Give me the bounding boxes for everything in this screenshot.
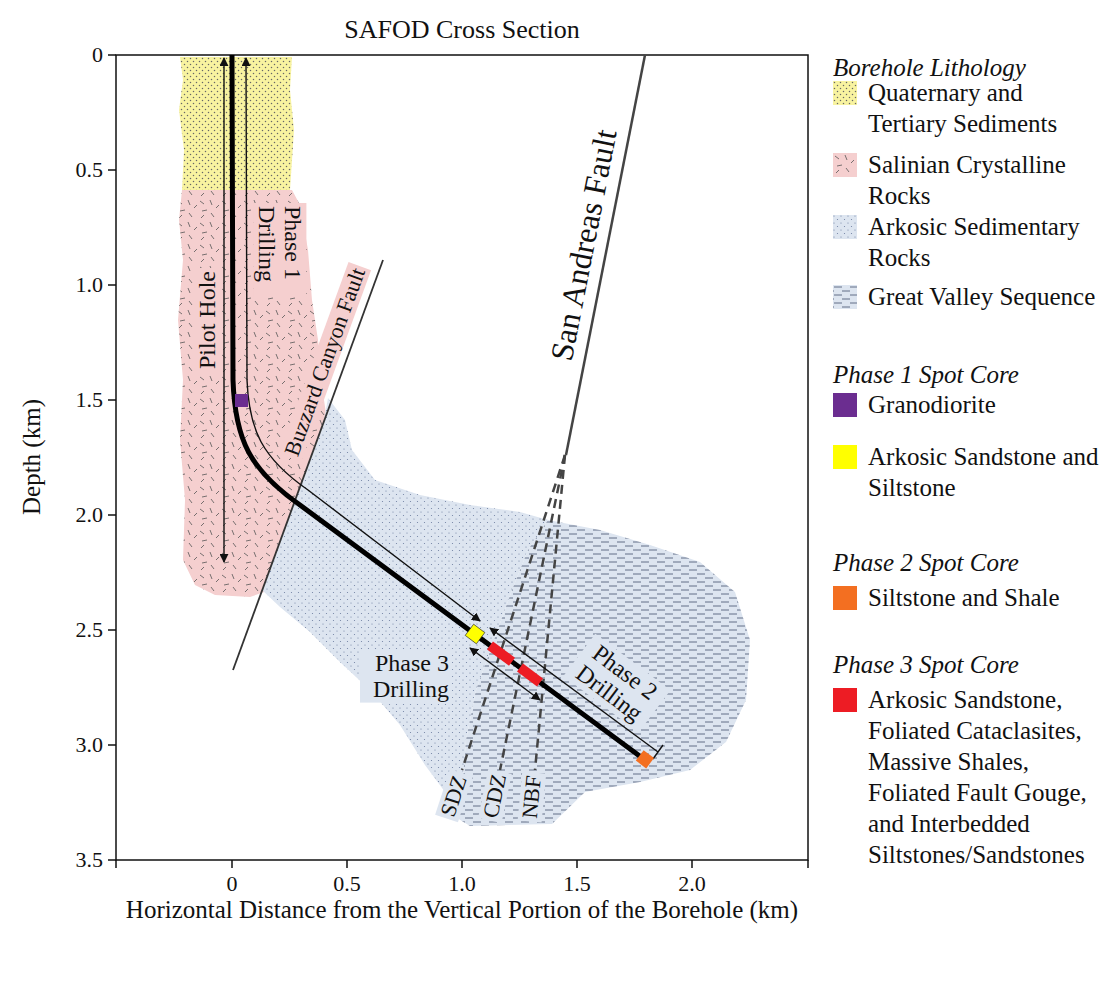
legend-label: Siltstone and Shale	[868, 582, 1100, 613]
swatch-texture	[833, 215, 857, 239]
spot-core	[465, 624, 485, 644]
great-valley-region	[452, 520, 750, 826]
plot-frame	[116, 55, 808, 860]
legend-item: Salinian Crystalline Rocks	[833, 149, 1100, 211]
legend-label: Granodiorite	[868, 389, 1100, 420]
legend-swatch	[833, 688, 857, 712]
swatch-texture	[833, 153, 857, 177]
swatch-texture	[833, 285, 857, 309]
chart-title: SAFOD Cross Section	[344, 16, 579, 45]
drilling-label: Phase 3 Drilling	[360, 650, 452, 703]
axis-title: Depth (km)	[18, 399, 46, 515]
legend-item: Arkosic Sandstone and Siltstone	[833, 441, 1100, 503]
legend-item: Granodiorite	[833, 389, 1100, 420]
legend-swatch	[833, 153, 857, 177]
legend-heading: Phase 3 Spot Core	[833, 651, 1019, 679]
fault-strand-label: NBF	[518, 772, 547, 823]
drilling-label: Phase 1 Drilling	[254, 203, 307, 297]
legend-item: Arkosic Sedimentary Rocks	[833, 211, 1100, 273]
axis-title: Horizontal Distance from the Vertical Po…	[122, 896, 802, 924]
legend-item: Siltstone and Shale	[833, 582, 1100, 613]
legend-label: Arkosic Sedimentary Rocks	[868, 211, 1100, 273]
legend-item: Quaternary and Tertiary Sediments	[833, 77, 1100, 139]
legend-label: Salinian Crystalline Rocks	[868, 149, 1100, 211]
tick-label: 2.0	[678, 872, 706, 896]
tick-label: 1.5	[563, 872, 591, 896]
legend-heading: Phase 1 Spot Core	[833, 361, 1019, 389]
legend-label: Arkosic Sandstone, Foliated Cataclasites…	[868, 684, 1100, 870]
legend-heading: Borehole Lithology	[833, 54, 1026, 82]
tick-label: 2.0	[76, 503, 104, 527]
spot-core	[235, 394, 248, 407]
tick-label: 1.0	[448, 872, 476, 896]
legend-label: Great Valley Sequence	[868, 281, 1100, 312]
legend-swatch	[833, 285, 857, 309]
tick-label: 0	[92, 43, 103, 67]
legend-swatch	[833, 586, 857, 610]
tick-label: 3.0	[76, 733, 104, 757]
axis-ticks	[108, 55, 808, 868]
legend-label: Quaternary and Tertiary Sediments	[868, 77, 1100, 139]
tick-label: 1.0	[76, 273, 104, 297]
tick-label: 1.5	[76, 388, 104, 412]
legend-swatch	[833, 393, 857, 417]
legend-swatch	[833, 81, 857, 105]
tick-label: 3.5	[76, 848, 104, 872]
spot-core	[490, 645, 540, 682]
tick-label: 0.5	[333, 872, 361, 896]
swatch-texture	[833, 81, 857, 105]
tick-label: 0	[227, 872, 238, 896]
legend-item: Arkosic Sandstone, Foliated Cataclasites…	[833, 684, 1100, 870]
legend-swatch	[833, 215, 857, 239]
legend-swatch	[833, 445, 857, 469]
fault-label: San Andreas Fault	[544, 126, 624, 363]
sediment-region	[179, 57, 294, 190]
legend-item: Great Valley Sequence	[833, 281, 1100, 312]
tick-label: 2.5	[76, 618, 104, 642]
spot-core	[636, 750, 654, 768]
tick-label: 0.5	[76, 158, 104, 182]
fault-strand	[462, 455, 565, 770]
drilling-label: Pilot Hole	[194, 268, 220, 372]
legend-heading: Phase 2 Spot Core	[833, 549, 1019, 577]
legend-label: Arkosic Sandstone and Siltstone	[868, 441, 1100, 503]
